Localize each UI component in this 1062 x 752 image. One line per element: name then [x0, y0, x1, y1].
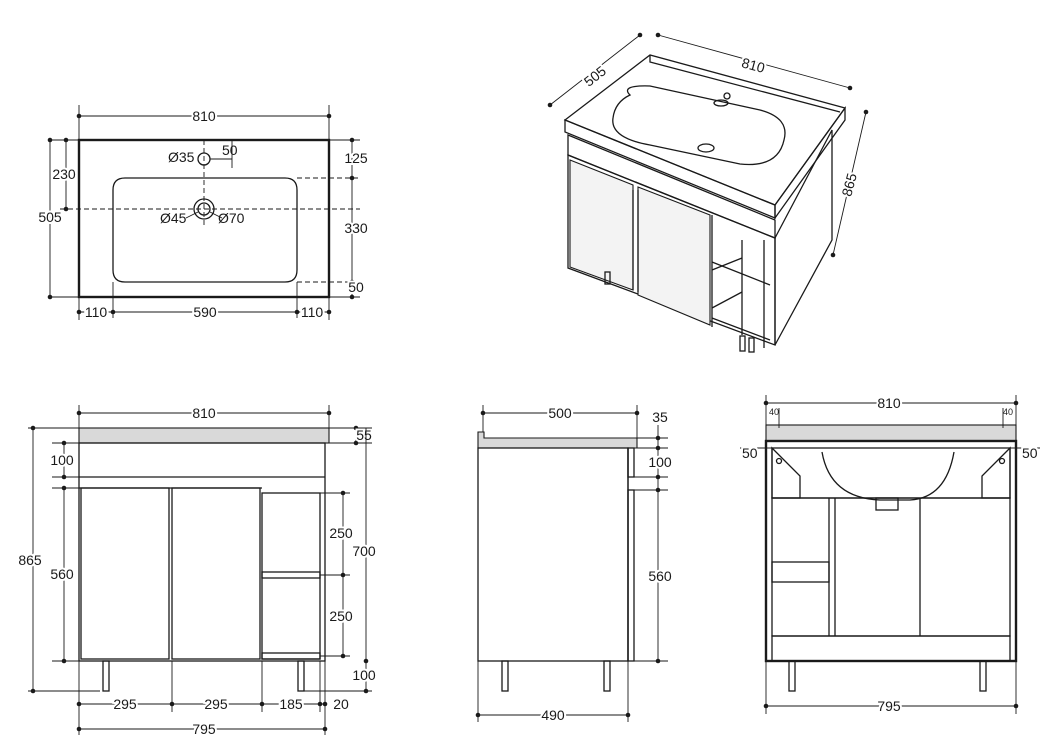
front-dim-55: 55 [356, 427, 372, 443]
iso-view: 505 810 865 [547, 32, 869, 353]
front-shelf [261, 571, 321, 579]
dim-230: 230 [52, 166, 76, 182]
back-dim-810: 810 [877, 395, 901, 411]
front-dim-250-upper: 250 [329, 525, 353, 541]
side-body [477, 447, 629, 662]
label-tap-offset: 50 [222, 142, 238, 158]
back-dim-40-right: 40 [1003, 407, 1013, 417]
back-view: 810 40 40 50 50 795 [740, 393, 1040, 716]
iso-dim-810-line [657, 34, 851, 89]
label-waste-inner: Ø45 [160, 210, 187, 226]
front-view: 810 865 100 560 55 700 250 250 [16, 403, 378, 739]
front-dim-560: 560 [50, 566, 74, 582]
back-leg-right [979, 660, 987, 692]
front-dim-100-leg: 100 [352, 667, 376, 683]
iso-bowl [612, 85, 786, 166]
side-leg-front [501, 660, 509, 692]
back-body [764, 439, 1018, 663]
label-tap-hole: Ø35 [168, 149, 195, 165]
side-dim-490: 490 [541, 707, 565, 723]
side-dim-35: 35 [652, 409, 668, 425]
front-dim-185: 185 [279, 696, 303, 712]
dim-330: 330 [344, 220, 368, 236]
side-leg-back [603, 660, 611, 692]
back-rail [771, 447, 1011, 499]
dim-110-right: 110 [301, 304, 324, 320]
iso-cabinet-side [774, 129, 833, 346]
iso-splash [649, 55, 841, 113]
iso-tap-hole [723, 92, 731, 100]
front-dim-295-right: 295 [204, 696, 228, 712]
back-dim-40-left: 40 [769, 407, 779, 417]
back-top [765, 424, 1017, 442]
iso-shelf-upper [711, 261, 771, 286]
iso-waste [697, 143, 715, 153]
front-dim-865: 865 [18, 552, 42, 568]
iso-overflow [713, 99, 729, 107]
iso-leg-1 [604, 271, 611, 285]
side-view: 500 35 100 560 490 [475, 403, 674, 725]
iso-dim-505-line [549, 34, 641, 106]
back-leg-left [788, 660, 796, 692]
iso-shelf-lower [711, 317, 771, 341]
iso-dim-865-line [832, 111, 867, 256]
iso-dim-810: 810 [740, 54, 767, 76]
side-dim-560: 560 [648, 568, 672, 584]
dim-505-top: 505 [38, 209, 62, 225]
front-leg-left [102, 660, 110, 692]
front-body [78, 442, 326, 662]
front-dim-810: 810 [192, 405, 216, 421]
front-dim-100-band: 100 [50, 452, 74, 468]
side-door-edge [627, 489, 635, 662]
side-dim-500: 500 [548, 405, 572, 421]
front-open-section [261, 492, 321, 660]
iso-door-left [569, 159, 634, 291]
front-dim-250-lower: 250 [329, 608, 353, 624]
dim-125: 125 [344, 150, 368, 166]
front-door-right [171, 487, 261, 660]
front-top [78, 427, 330, 444]
back-dim-50-left: 50 [742, 445, 758, 461]
front-leg-right [297, 660, 305, 692]
front-dim-20: 20 [333, 696, 349, 712]
dim-50-front: 50 [348, 279, 364, 295]
top-view: 810 505 230 125 330 50 Ø35 50 Ø45 Ø70 11… [36, 105, 370, 322]
front-dim-700: 700 [352, 543, 376, 559]
back-shelf [771, 561, 830, 583]
back-dim-50-right: 50 [1022, 445, 1038, 461]
iso-drawer-band [567, 134, 776, 239]
iso-leg-3 [748, 337, 755, 353]
label-waste-outer: Ø70 [218, 210, 245, 226]
dim-110-left: 110 [85, 304, 108, 320]
front-door-left [80, 487, 170, 660]
iso-top-side-edge [774, 105, 846, 221]
bowl-outline [112, 177, 298, 283]
iso-leg-2 [739, 335, 746, 352]
front-dim-795: 795 [192, 721, 216, 737]
back-basin [821, 451, 955, 501]
side-top [477, 431, 638, 449]
front-dim-295-left: 295 [113, 696, 137, 712]
iso-dim-865: 865 [838, 171, 860, 198]
back-dim-795: 795 [877, 698, 901, 714]
dim-810-top: 810 [192, 108, 216, 124]
dim-590: 590 [193, 304, 217, 320]
iso-dim-505: 505 [581, 62, 609, 89]
side-dim-100: 100 [648, 454, 672, 470]
